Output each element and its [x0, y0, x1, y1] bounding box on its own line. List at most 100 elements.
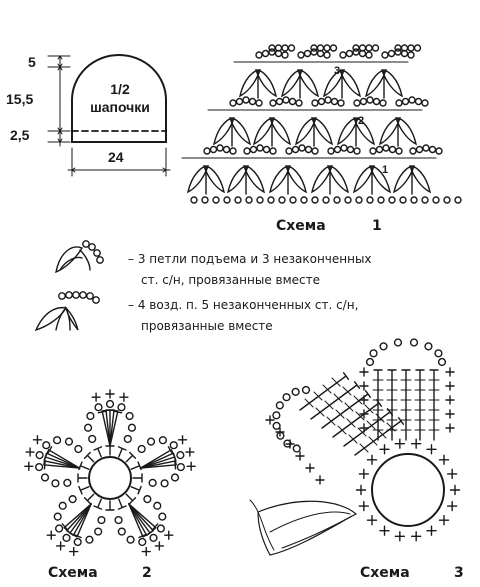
cluster-leaf: [310, 165, 333, 194]
single-crochet-mark: [295, 451, 305, 461]
chain-stitch-loop: [379, 342, 388, 351]
single-crochet-mark: [275, 427, 285, 437]
single-crochet-mark: [185, 447, 195, 457]
large-ring: [371, 453, 445, 527]
grid-bar: [368, 436, 378, 446]
hat-dim-top: 5: [28, 54, 36, 70]
single-crochet-mark: [426, 525, 437, 536]
stem-tail: [249, 499, 275, 551]
chain-stitch-loop: [407, 51, 415, 59]
chain-stitch-loop: [73, 537, 82, 547]
chain-stitch-loop: [288, 97, 297, 106]
chain-stitch-loop: [352, 48, 360, 56]
grid-bar: [313, 391, 323, 401]
chain-stitch-loop: [62, 533, 71, 542]
cluster-leaf: [378, 117, 401, 146]
chain-stitch-loop: [127, 423, 137, 432]
double-crochet-mark: [321, 390, 372, 429]
chain-stitch-loop: [365, 357, 375, 367]
chain-stitch-loop: [454, 196, 462, 204]
single-crochet-mark: [445, 367, 455, 377]
double-crochet-mark: [332, 399, 383, 438]
single-crochet-mark: [164, 530, 174, 540]
cluster-leaf: [226, 165, 249, 194]
chain-stitch-loop: [261, 49, 270, 58]
cluster-leaf: [186, 165, 209, 194]
single-crochet-mark: [379, 444, 390, 455]
chain-stitch-loop: [415, 145, 424, 154]
chain-stitch-loop: [311, 99, 319, 107]
cluster-leaf: [409, 165, 432, 194]
chain-stitch-loop: [190, 196, 198, 204]
cluster-leaf: [352, 165, 375, 194]
chain-stitch-loop: [255, 51, 263, 59]
chain-stitch-loop: [289, 196, 297, 204]
chain-stitch-loop: [58, 501, 67, 510]
chain-stitch-loop: [372, 97, 381, 106]
chain-stitch-loop: [295, 99, 303, 107]
hat-dim-width: 24: [108, 149, 124, 165]
chain-stitch-loop: [55, 524, 64, 533]
chain-stitch-loop: [53, 512, 62, 521]
chain-stitch-loop: [176, 451, 185, 460]
grid-bar: [366, 420, 376, 430]
chain-stitch-loop: [344, 196, 352, 204]
chain-stitch-loop: [275, 401, 284, 410]
chain-stitch-loop: [201, 196, 209, 204]
chain-stitch-loop: [282, 96, 290, 104]
double-crochet-mark: [299, 372, 350, 411]
single-crochet-mark: [366, 515, 378, 526]
chain-stitch-loop: [114, 515, 123, 525]
cluster-leaf: [381, 69, 404, 98]
chain-stitch-loop: [375, 145, 384, 154]
chain-stitch-loop: [285, 147, 293, 155]
scheme1-row-mark-1: 1: [382, 164, 389, 176]
chain-stitch-loop: [88, 434, 97, 444]
double-crochet-mark: [61, 503, 92, 531]
grid-bar: [324, 400, 334, 410]
scheme1-caption: Схема: [276, 218, 326, 234]
chain-stitch-loop: [311, 196, 319, 204]
double-crochet-mark: [117, 498, 127, 510]
hat-dim-middle: 15,5: [6, 91, 34, 107]
chain-stitch-loop: [437, 357, 447, 367]
chain-stitch-loop: [223, 196, 231, 204]
chain-stitch-loop: [176, 462, 185, 472]
chain-stitch-loop: [365, 51, 373, 59]
chain-stitch-loop: [428, 145, 437, 154]
single-crochet-mark: [394, 438, 406, 449]
chain-stitch-loop: [379, 99, 387, 107]
chain-stitch-loop: [333, 196, 341, 204]
chain-stitch-loop: [158, 436, 167, 445]
chain-stitch-loop: [352, 44, 360, 52]
leaf-stem-outline: [257, 500, 358, 556]
chain-stitch-loop: [64, 437, 74, 446]
chain-stitch-loop: [158, 512, 167, 521]
cluster-leaf: [280, 69, 303, 98]
chain-stitch-loop: [117, 527, 126, 536]
double-crochet-mark: [343, 408, 394, 447]
chain-stitch-loop: [256, 196, 264, 204]
chain-stitch-loop: [323, 51, 331, 59]
chain-stitch-loop: [94, 527, 103, 536]
cluster-leaf: [322, 69, 345, 98]
chain-stitch-loop: [40, 473, 50, 482]
chain-stitch-loop: [203, 147, 211, 155]
chain-stitch-loop: [395, 147, 403, 155]
double-crochet-mark: [130, 485, 142, 495]
double-crochet-mark: [105, 445, 115, 456]
chain-stitch-loop: [235, 97, 244, 106]
double-crochet-mark: [128, 503, 147, 539]
chain-stitch-loop: [229, 147, 237, 155]
chain-stitch-loop: [51, 479, 60, 488]
chain-stitch-loop: [234, 196, 242, 204]
double-crochet-mark: [125, 451, 137, 463]
double-crochet-mark: [130, 461, 142, 471]
legend-item1-line2: ст. с/н, провязанные вместе: [141, 273, 321, 287]
chain-stitch-loop: [324, 96, 332, 104]
chain-stitch-loop: [268, 44, 276, 52]
cluster-leaf: [369, 165, 392, 194]
cluster-leaf: [243, 165, 266, 194]
chain-stitch-loop: [424, 342, 433, 351]
